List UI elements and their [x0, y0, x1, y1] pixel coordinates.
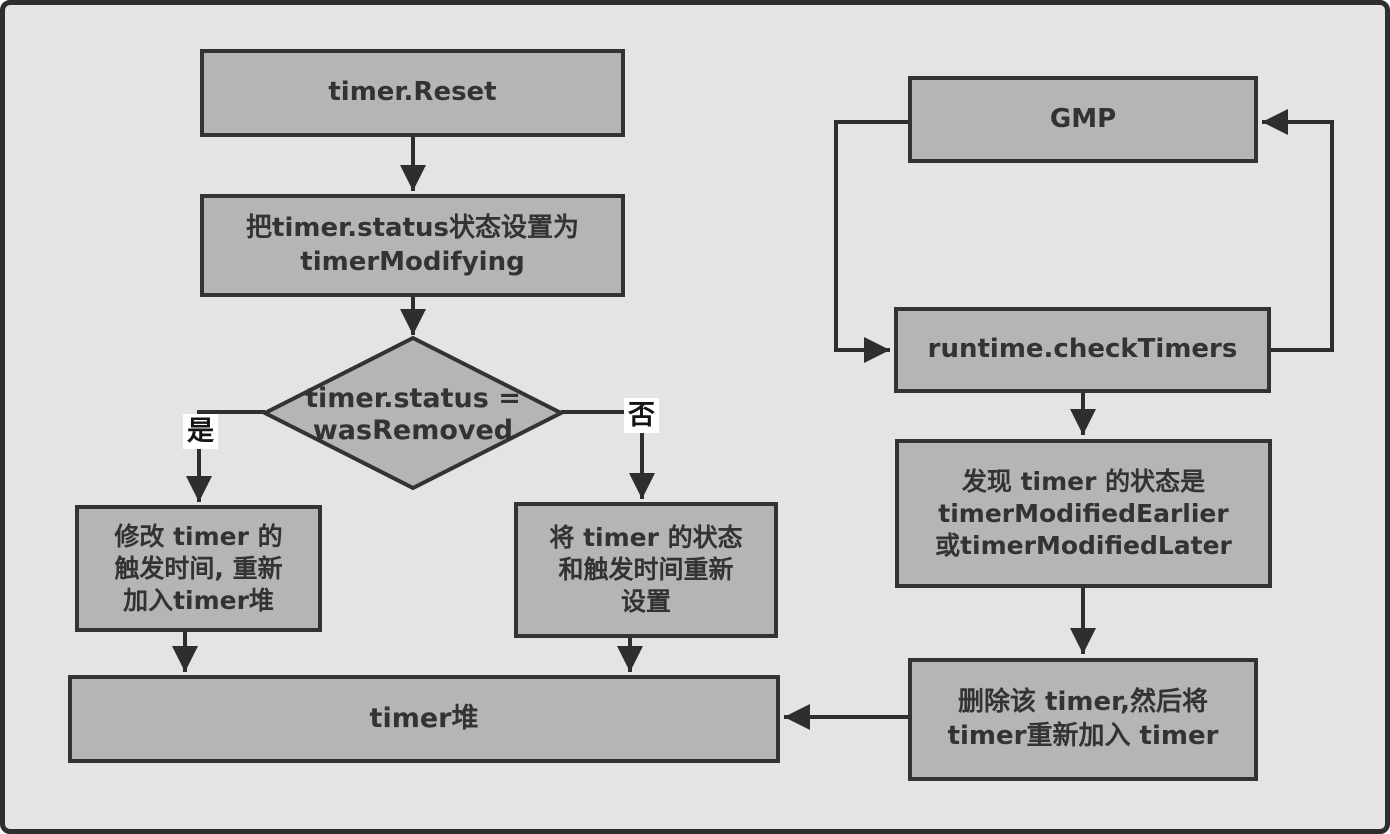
- decision-was-removed: timer.status = wasRemoved: [305, 383, 521, 447]
- edge-gmp-to-checktimers: [834, 120, 910, 363]
- node-modify-time: 修改 timer 的 触发时间, 重新 加入timer堆: [75, 505, 322, 632]
- node-delete-readd: 删除该 timer,然后将 timer重新加入 timer: [908, 658, 1258, 781]
- connector-layer: [172, 109, 1334, 730]
- node-found-status: 发现 timer 的状态是 timerModifiedEarlier 或time…: [895, 439, 1272, 588]
- edge-label-no: 否: [624, 398, 659, 433]
- node-timer-heap: timer堆: [68, 675, 780, 763]
- edge-label-yes: 是: [183, 414, 218, 449]
- node-set-status: 把timer.status状态设置为 timerModifying: [200, 194, 625, 297]
- node-gmp: GMP: [908, 76, 1258, 163]
- edge-decision-yes: [186, 410, 265, 502]
- node-reset-status-time: 将 timer 的状态 和触发时间重新 设置: [514, 502, 778, 638]
- edge-checktimers-to-gmp: [1262, 109, 1334, 352]
- decision-diamond-shape: [260, 335, 566, 491]
- node-check-timers: runtime.checkTimers: [894, 307, 1271, 393]
- node-timer-reset: timer.Reset: [200, 49, 625, 137]
